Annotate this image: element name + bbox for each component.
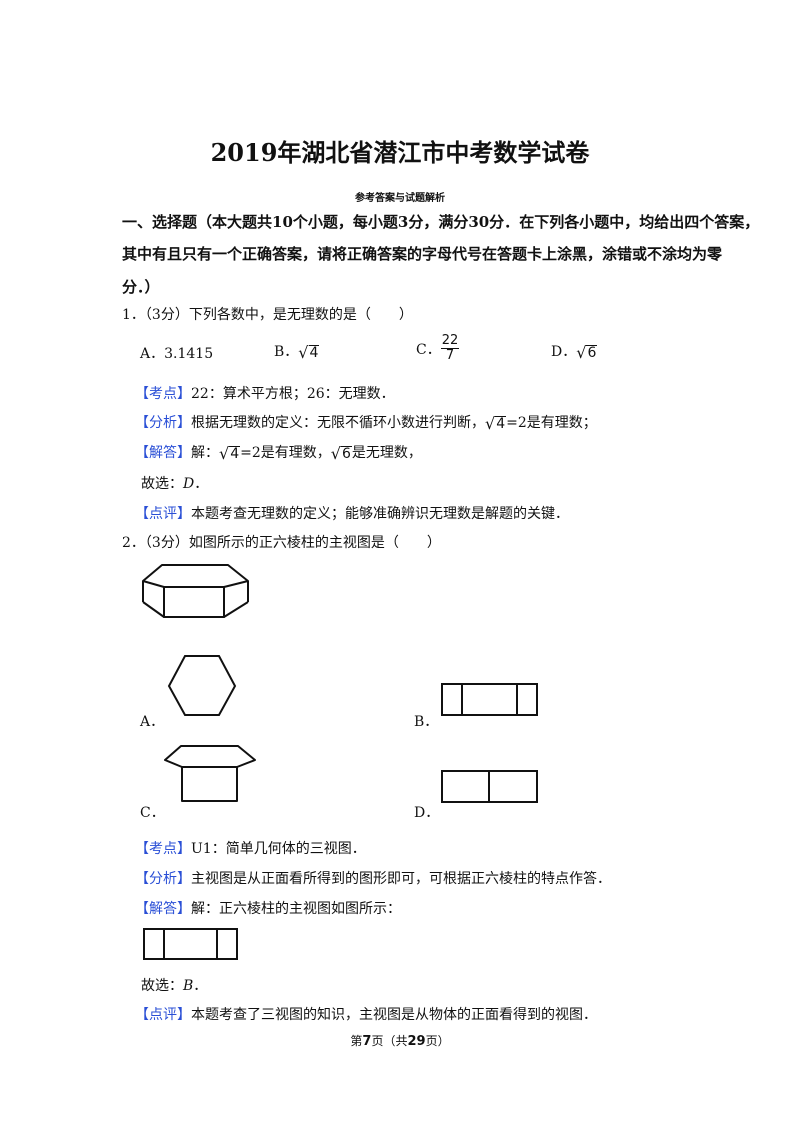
dianping-tag: 【点评】 xyxy=(135,506,191,522)
q1-stem: 1．（3分）下列各数中，是无理数的是（ ） xyxy=(122,307,413,323)
q2-option-d-rectangle xyxy=(441,770,538,803)
q2-stem: 2．（3分）如图所示的正六棱柱的主视图是（ ） xyxy=(122,535,441,551)
answer-end: ． xyxy=(193,978,208,994)
section-heading-line-3: 分．） xyxy=(122,278,160,296)
sqrt-symbol: √6 xyxy=(330,444,352,463)
kaodian-text: U1：简单几何体的三视图． xyxy=(191,841,366,857)
sqrt-symbol: √4 xyxy=(219,444,241,463)
answer-letter: B xyxy=(183,978,194,994)
fenxi-text-end: =2是有理数； xyxy=(506,415,597,431)
q1-jieda: 【解答】解： √4 =2是有理数， √6 是无理数， xyxy=(135,442,422,462)
q1-option-c-label: C． xyxy=(416,341,441,358)
fraction-denominator: 7 xyxy=(445,348,455,364)
q2-answer: 故选：B． xyxy=(141,975,207,995)
section-heading-line-1: 一、选择题（本大题共10个小题，每小题3分，满分30分．在下列各小题中，均给出四… xyxy=(122,213,760,231)
q2-dianping: 【点评】本题考查了三视图的知识，主视图是从物体的正面看得到的视图． xyxy=(135,1004,597,1024)
dianping-text: 本题考查了三视图的知识，主视图是从物体的正面看得到的视图． xyxy=(191,1007,597,1023)
q1-answer: 故选：D． xyxy=(141,473,208,493)
q1-option-a-value: 3.1415 xyxy=(164,346,214,362)
fenxi-tag: 【分析】 xyxy=(135,871,191,887)
sqrt-argument: 4 xyxy=(229,445,241,462)
fenxi-tag: 【分析】 xyxy=(135,415,191,431)
sqrt-argument: 4 xyxy=(495,415,507,432)
dianping-text: 本题考查无理数的定义；能够准确辨识无理数是解题的关键． xyxy=(191,506,569,522)
footer-pre: 第 xyxy=(350,1034,363,1048)
q2-option-b-rectangle xyxy=(441,683,538,716)
q2-option-a-label: A． xyxy=(140,714,165,730)
kaodian-tag: 【考点】 xyxy=(135,841,191,857)
sqrt-argument: 6 xyxy=(586,344,598,361)
footer-total-pages: 29 xyxy=(407,1034,426,1049)
page-title: 2019年湖北省潜江市中考数学试卷 xyxy=(210,138,590,167)
answer-label: 故选： xyxy=(141,476,183,492)
section-heading-line-2: 其中有且只有一个正确答案，请将正确答案的字母代号在答题卡上涂黑，涂错或不涂均为零 xyxy=(122,245,723,263)
sqrt-argument: 4 xyxy=(308,344,320,361)
jieda-tag: 【解答】 xyxy=(135,901,191,917)
jieda-tag: 【解答】 xyxy=(135,445,191,461)
q2-jieda: 【解答】解：正六棱柱的主视图如图所示： xyxy=(135,898,401,918)
q2-option-d-label: D． xyxy=(414,805,440,821)
q1-fenxi: 【分析】根据无理数的定义：无限不循环小数进行判断， √4 =2是有理数； xyxy=(135,412,597,432)
page-footer: 第7页（共29页） xyxy=(0,1032,800,1049)
jieda-text-mid: =2是有理数， xyxy=(240,445,331,461)
kaodian-tag: 【考点】 xyxy=(135,386,191,402)
fenxi-text: 主视图是从正面看所得到的图形即可，可根据正六棱柱的特点作答． xyxy=(191,871,611,887)
dianping-tag: 【点评】 xyxy=(135,1007,191,1023)
hexagonal-prism-figure xyxy=(142,564,249,618)
q2-kaodian: 【考点】U1：简单几何体的三视图． xyxy=(135,838,366,858)
jieda-text: 解： xyxy=(191,445,219,461)
answer-end: ． xyxy=(194,476,209,492)
footer-page-number: 7 xyxy=(362,1034,372,1049)
answer-label: 故选： xyxy=(141,978,183,994)
kaodian-text: 22：算术平方根；26：无理数． xyxy=(191,386,395,402)
fraction-numerator: 22 xyxy=(440,333,460,350)
sqrt-argument: 6 xyxy=(340,445,352,462)
q2-option-c-label: C． xyxy=(140,805,165,821)
q1-option-b-label: B． xyxy=(274,344,299,360)
footer-post: 页） xyxy=(425,1034,450,1048)
sqrt-symbol: √4 xyxy=(298,343,320,362)
sqrt-symbol: √6 xyxy=(576,343,598,362)
q2-answer-figure xyxy=(143,928,238,960)
answer-letter: D xyxy=(183,476,195,492)
q2-fenxi: 【分析】主视图是从正面看所得到的图形即可，可根据正六棱柱的特点作答． xyxy=(135,868,611,888)
q1-option-d: D． √6 xyxy=(551,341,598,362)
page-subtitle: 参考答案与试题解析 xyxy=(355,193,445,204)
q2-option-b-label: B． xyxy=(414,714,439,730)
fenxi-text: 根据无理数的定义：无限不循环小数进行判断， xyxy=(191,415,485,431)
q1-dianping: 【点评】本题考查无理数的定义；能够准确辨识无理数是解题的关键． xyxy=(135,503,569,523)
q1-option-a-label: A． xyxy=(140,346,165,362)
q1-option-a: A．3.1415 xyxy=(140,343,213,363)
q2-option-c-figure xyxy=(164,745,256,802)
q1-option-d-label: D． xyxy=(551,344,577,360)
sqrt-symbol: √4 xyxy=(485,414,507,433)
jieda-text-end: 是无理数， xyxy=(351,445,422,461)
q2-option-a-hexagon xyxy=(167,655,237,716)
jieda-text: 解：正六棱柱的主视图如图所示： xyxy=(191,901,401,917)
q1-kaodian: 【考点】22：算术平方根；26：无理数． xyxy=(135,383,395,403)
q1-option-b: B． √4 xyxy=(274,341,320,362)
footer-mid: 页（共 xyxy=(371,1034,408,1048)
